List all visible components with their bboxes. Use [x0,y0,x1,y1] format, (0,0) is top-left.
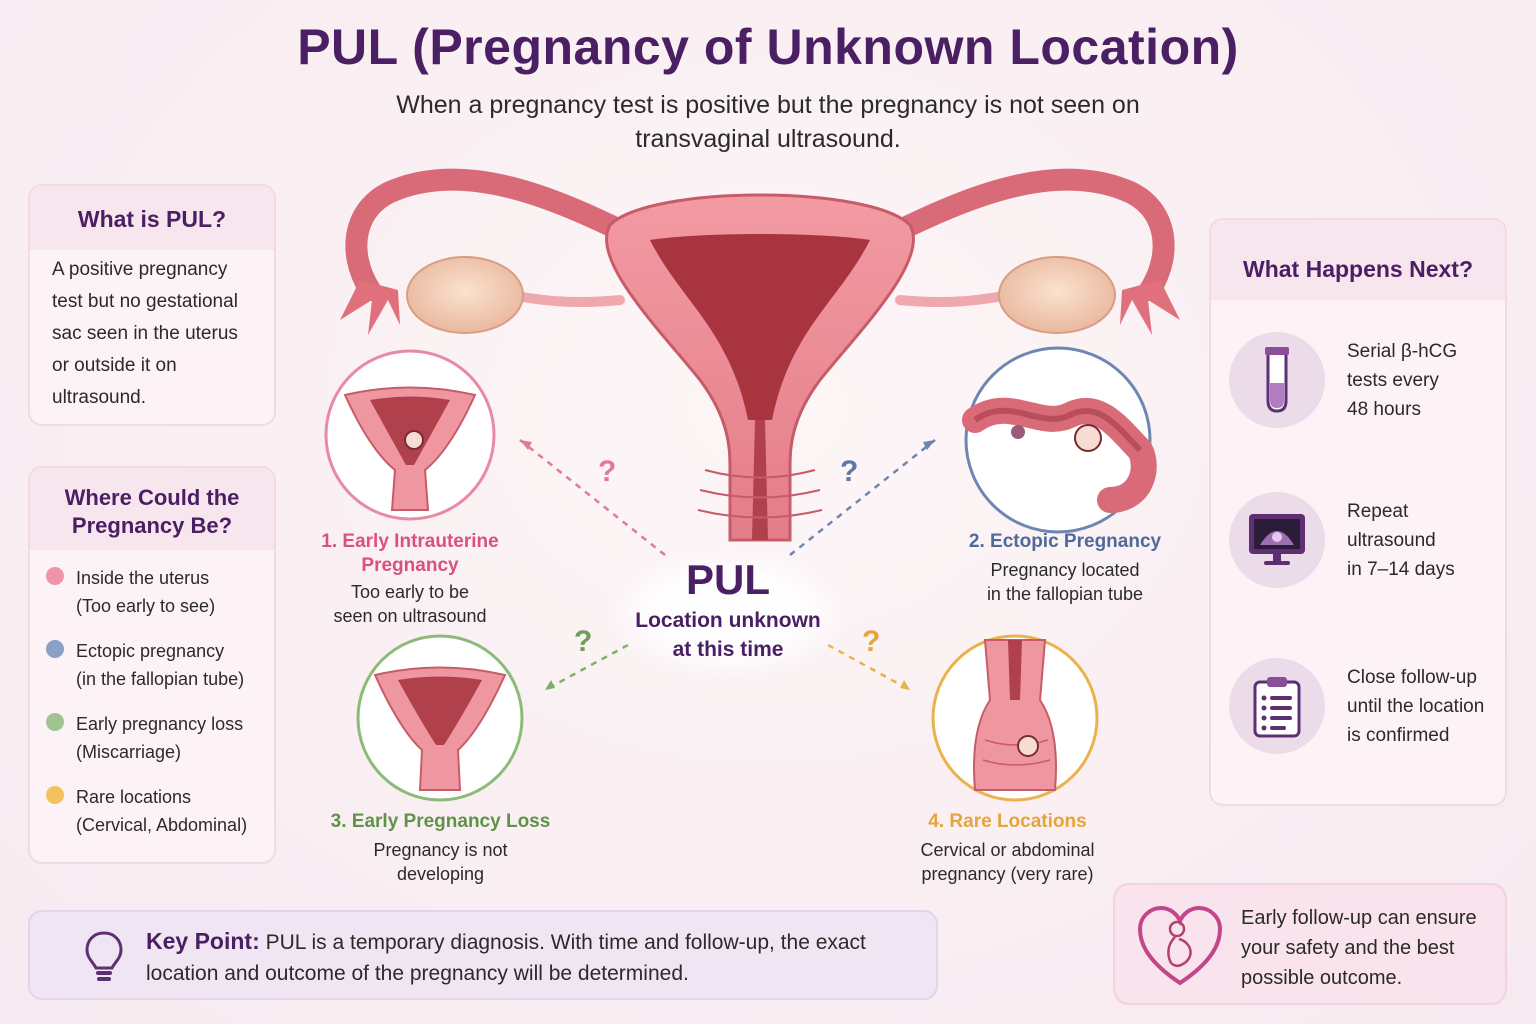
step-text: Repeat ultrasound in 7–14 days [1347,497,1497,584]
pul-center-label: PUL Location unknown at this time [608,548,848,678]
outcome-desc: Cervical or abdominal [920,840,1095,860]
step-line: until the location [1347,695,1485,717]
list-item-label: Inside the uterus [76,568,210,588]
key-point-text: Key Point: PUL is a temporary diagnosis.… [146,926,926,989]
outcome-desc: Too early to be [350,582,470,602]
safety-message-box: Early follow-up can ensure your safety a… [1113,883,1507,1005]
location-list: Inside the uterus (Too early to see) Ecto… [30,550,274,839]
right-fimbriae [1120,280,1180,335]
clipboard-icon [1229,658,1325,754]
outcome-loss: 3. Early Pregnancy Loss Pregnancy is not… [318,810,563,886]
key-point-box: Key Point: PUL is a temporary diagnosis.… [28,910,938,1000]
ultrasound-monitor-icon [1229,492,1325,588]
outcome-rare: 4. Rare Locations Cervical or abdominal p… [895,810,1120,886]
list-item-label: Rare locations [76,787,192,807]
what-is-pul-card: What is PUL? A positive pregnancy test b… [28,184,276,426]
green-dot-icon [46,713,64,731]
left-ovary [406,256,524,334]
heart-pregnancy-icon [1137,905,1223,986]
step-line: is confirmed [1347,724,1450,746]
list-item-note: (Too early to see) [76,596,216,616]
right-ovary [998,256,1116,334]
yellow-dot-icon [46,786,64,804]
step-line: Close follow-up [1347,666,1477,688]
outcome-desc-line2: developing [396,864,485,884]
question-mark-icon: ? [574,625,593,658]
left-fallopian-tube [345,168,651,301]
left-fimbriae [340,280,400,335]
outcome-title: 4. Rare Locations [928,811,1087,832]
step-item: Serial β-hCG tests every 48 hours [1229,332,1497,428]
lightbulb-icon [85,931,123,981]
list-item-label: Ectopic pregnancy [76,641,225,661]
step-text: Serial β-hCG tests every 48 hours [1347,337,1497,424]
list-item-note: (in the fallopian tube) [76,669,245,689]
list-item-note: (Miscarriage) [76,742,182,762]
pul-sub-line2: at this time [672,638,784,661]
outcome-desc: Pregnancy located [990,560,1140,580]
uterine-cavity [650,234,870,420]
what-happens-next-card: What Happens Next? Serial β-hCG tests eve… [1209,218,1507,806]
question-mark-icon: ? [598,455,617,488]
key-point-label: Key Point: [146,928,260,954]
list-item-label: Early pregnancy loss [76,714,244,734]
list-item-note: (Cervical, Abdominal) [76,815,248,835]
blue-dot-icon [46,640,64,658]
outcome-desc-line2: in the fallopian tube [986,584,1144,604]
pul-sub-line1: Location unknown [635,609,821,632]
test-tube-icon [1229,332,1325,428]
right-fallopian-tube [869,168,1175,301]
question-mark-icon: ? [840,455,859,488]
pink-dot-icon [46,567,64,585]
question-mark-icon: ? [862,625,881,658]
page-subtitle: When a pregnancy test is positive but th… [396,91,1140,153]
arrow-to-intrauterine [519,439,666,556]
step-text: Close follow-up until the location is conf… [1347,663,1497,750]
step-line: 48 hours [1347,398,1421,420]
outcome-desc-line2: seen on ultrasound [333,606,487,626]
arrow-to-ectopic [789,439,936,556]
step-line: in 7–14 days [1347,558,1455,580]
pul-big-label: PUL [686,556,770,603]
outcome-title: 2. Ectopic Pregnancy [968,531,1162,552]
step-item: Close follow-up until the location is conf… [1229,658,1497,754]
list-item: Ectopic pregnancy (in the fallopian tube) [44,637,264,693]
intrauterine-circle [324,349,496,521]
step-item: Repeat ultrasound in 7–14 days [1229,492,1497,588]
where-could-heading: Where Could the Pregnancy Be? [30,468,274,550]
safety-text: Early follow-up can ensure your safety a… [1241,907,1477,989]
step-line: tests every [1347,369,1439,391]
key-point-body: PUL is a temporary diagnosis. With time … [146,931,866,985]
pregnancy-loss-circle [356,634,524,802]
outcome-title-line2: Pregnancy [361,555,459,576]
list-item: Rare locations (Cervical, Abdominal) [44,783,264,839]
list-item: Inside the uterus (Too early to see) [44,564,264,620]
rare-locations-circle [931,634,1099,802]
uterus-diagram [324,168,1180,802]
ectopic-circle [962,346,1157,534]
outcome-title: 1. Early Intrauterine [321,531,499,552]
pul-sub-label: Location unknown at this time [608,606,848,664]
what-happens-next-heading: What Happens Next? [1211,220,1505,300]
outcome-desc: Pregnancy is not [373,840,508,860]
where-could-card: Where Could the Pregnancy Be? Inside the… [28,466,276,864]
outcome-ectopic: 2. Ectopic Pregnancy Pregnancy located in… [945,530,1185,606]
outcome-title: 3. Early Pregnancy Loss [330,811,551,832]
what-is-pul-heading: What is PUL? [30,186,274,250]
step-line: Repeat [1347,500,1409,522]
outcome-desc-line2: pregnancy (very rare) [921,864,1094,884]
step-line: ultrasound [1347,529,1436,551]
page-title: PUL (Pregnancy of Unknown Location) [297,19,1239,75]
step-line: Serial β-hCG [1347,340,1458,362]
what-is-pul-body: A positive pregnancy test but no gestati… [52,259,238,408]
list-item: Early pregnancy loss (Miscarriage) [44,710,264,766]
